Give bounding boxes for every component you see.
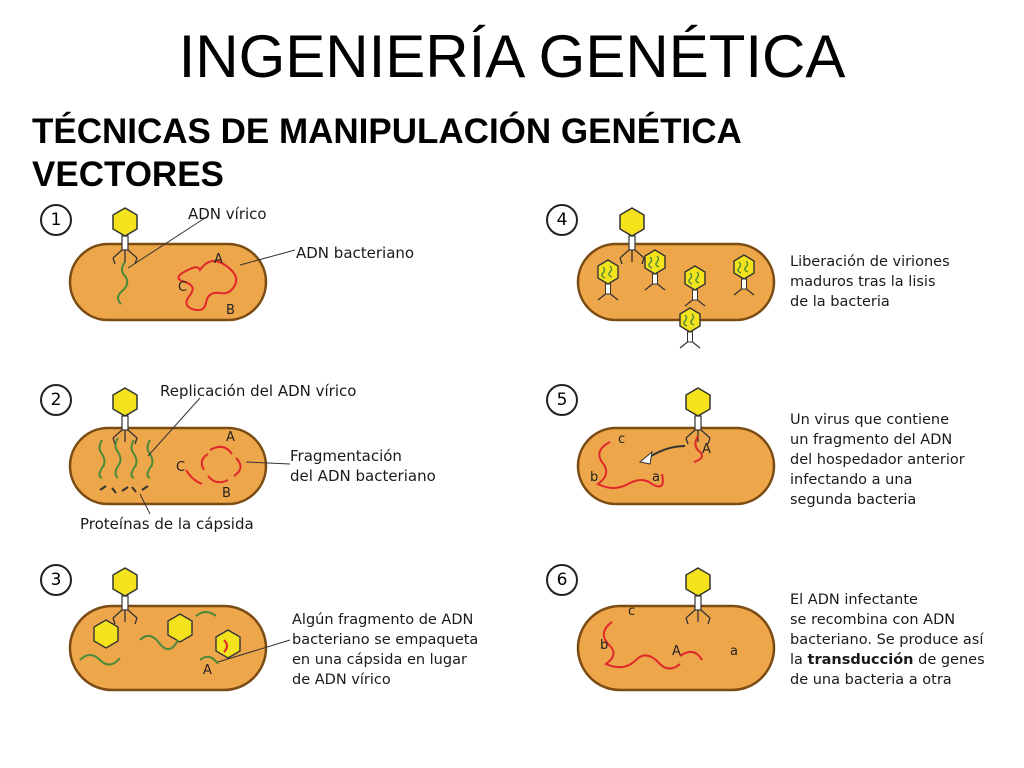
recombined-dna xyxy=(602,621,703,670)
viral-dna-replicas xyxy=(98,437,154,479)
bacteriophage-icon xyxy=(112,207,138,265)
bacteriophage-icon xyxy=(112,567,138,625)
gene-letter: A xyxy=(672,644,681,659)
step-number-1: 1 xyxy=(40,204,72,236)
gene-letter: c xyxy=(618,432,626,447)
gene-letter: A xyxy=(203,663,212,678)
bacteriophage-icon xyxy=(685,387,711,445)
label-capsid-proteins: Proteínas de la cápsida xyxy=(80,515,254,533)
bacterium-cell xyxy=(68,426,268,506)
gene-letter: B xyxy=(226,303,235,318)
label-viral-replication: Replicación del ADN vírico xyxy=(160,382,357,400)
gene-letter: a xyxy=(730,644,738,659)
gene-letter: A xyxy=(226,430,235,445)
gene-letter: B xyxy=(222,486,231,501)
transduction-term: transducción xyxy=(807,652,914,668)
gene-letter: b xyxy=(600,638,609,653)
bacterial-dna-strand xyxy=(177,260,238,312)
step-number-2: 2 xyxy=(40,384,72,416)
bacterium-cell xyxy=(576,426,776,506)
bacteriophage-icon xyxy=(685,567,711,625)
gene-letter: A xyxy=(214,252,223,267)
step-6-graphic xyxy=(576,567,776,692)
caption-step-4: Liberación de viriones maduros tras la l… xyxy=(790,254,950,310)
step-1-graphic xyxy=(68,207,296,322)
subtitle-line-1: TÉCNICAS DE MANIPULACIÓN GENÉTICA xyxy=(32,112,742,151)
fragmented-bacterial-dna xyxy=(185,445,242,485)
subtitle-line-2: VECTORES xyxy=(32,155,224,194)
step-3-graphic xyxy=(68,567,291,692)
bacteriophage-icon xyxy=(619,207,645,265)
gene-letter: A xyxy=(702,442,711,457)
label-viral-dna: ADN vírico xyxy=(188,205,267,223)
caption-step-3: Algún fragmento de ADN bacteriano se emp… xyxy=(292,612,479,688)
bacterium-cell xyxy=(576,604,776,692)
capsid-proteins xyxy=(99,485,149,494)
step-number-5: 5 xyxy=(546,384,578,416)
label-fragmentation-line2: del ADN bacteriano xyxy=(290,467,436,485)
host-dna xyxy=(596,441,664,489)
gene-letter: C xyxy=(176,460,186,475)
bacterium-cell xyxy=(576,242,776,322)
caption-step-5: Un virus que contiene un fragmento del A… xyxy=(790,412,965,508)
step-number-4: 4 xyxy=(546,204,578,236)
step-2-graphic xyxy=(68,387,291,515)
step-4-graphic xyxy=(576,207,776,349)
step-number-3: 3 xyxy=(40,564,72,596)
label-bacterial-dna: ADN bacteriano xyxy=(296,244,415,262)
step-number-6: 6 xyxy=(546,564,578,596)
bacterium-cell xyxy=(68,604,268,692)
caption-step-6: El ADN infectante se recombina con ADN b… xyxy=(790,592,985,688)
viral-dna-strand xyxy=(117,261,129,305)
label-fragmentation: Fragmentación xyxy=(290,447,402,465)
step-5-graphic xyxy=(576,387,776,506)
page-title: INGENIERÍA GENÉTICA xyxy=(178,23,846,90)
gene-letter: b xyxy=(590,470,599,485)
gene-letter: a xyxy=(652,470,660,485)
bacteriophage-icon xyxy=(112,387,138,445)
gene-letter: C xyxy=(178,280,188,295)
gene-letter: c xyxy=(628,604,636,619)
